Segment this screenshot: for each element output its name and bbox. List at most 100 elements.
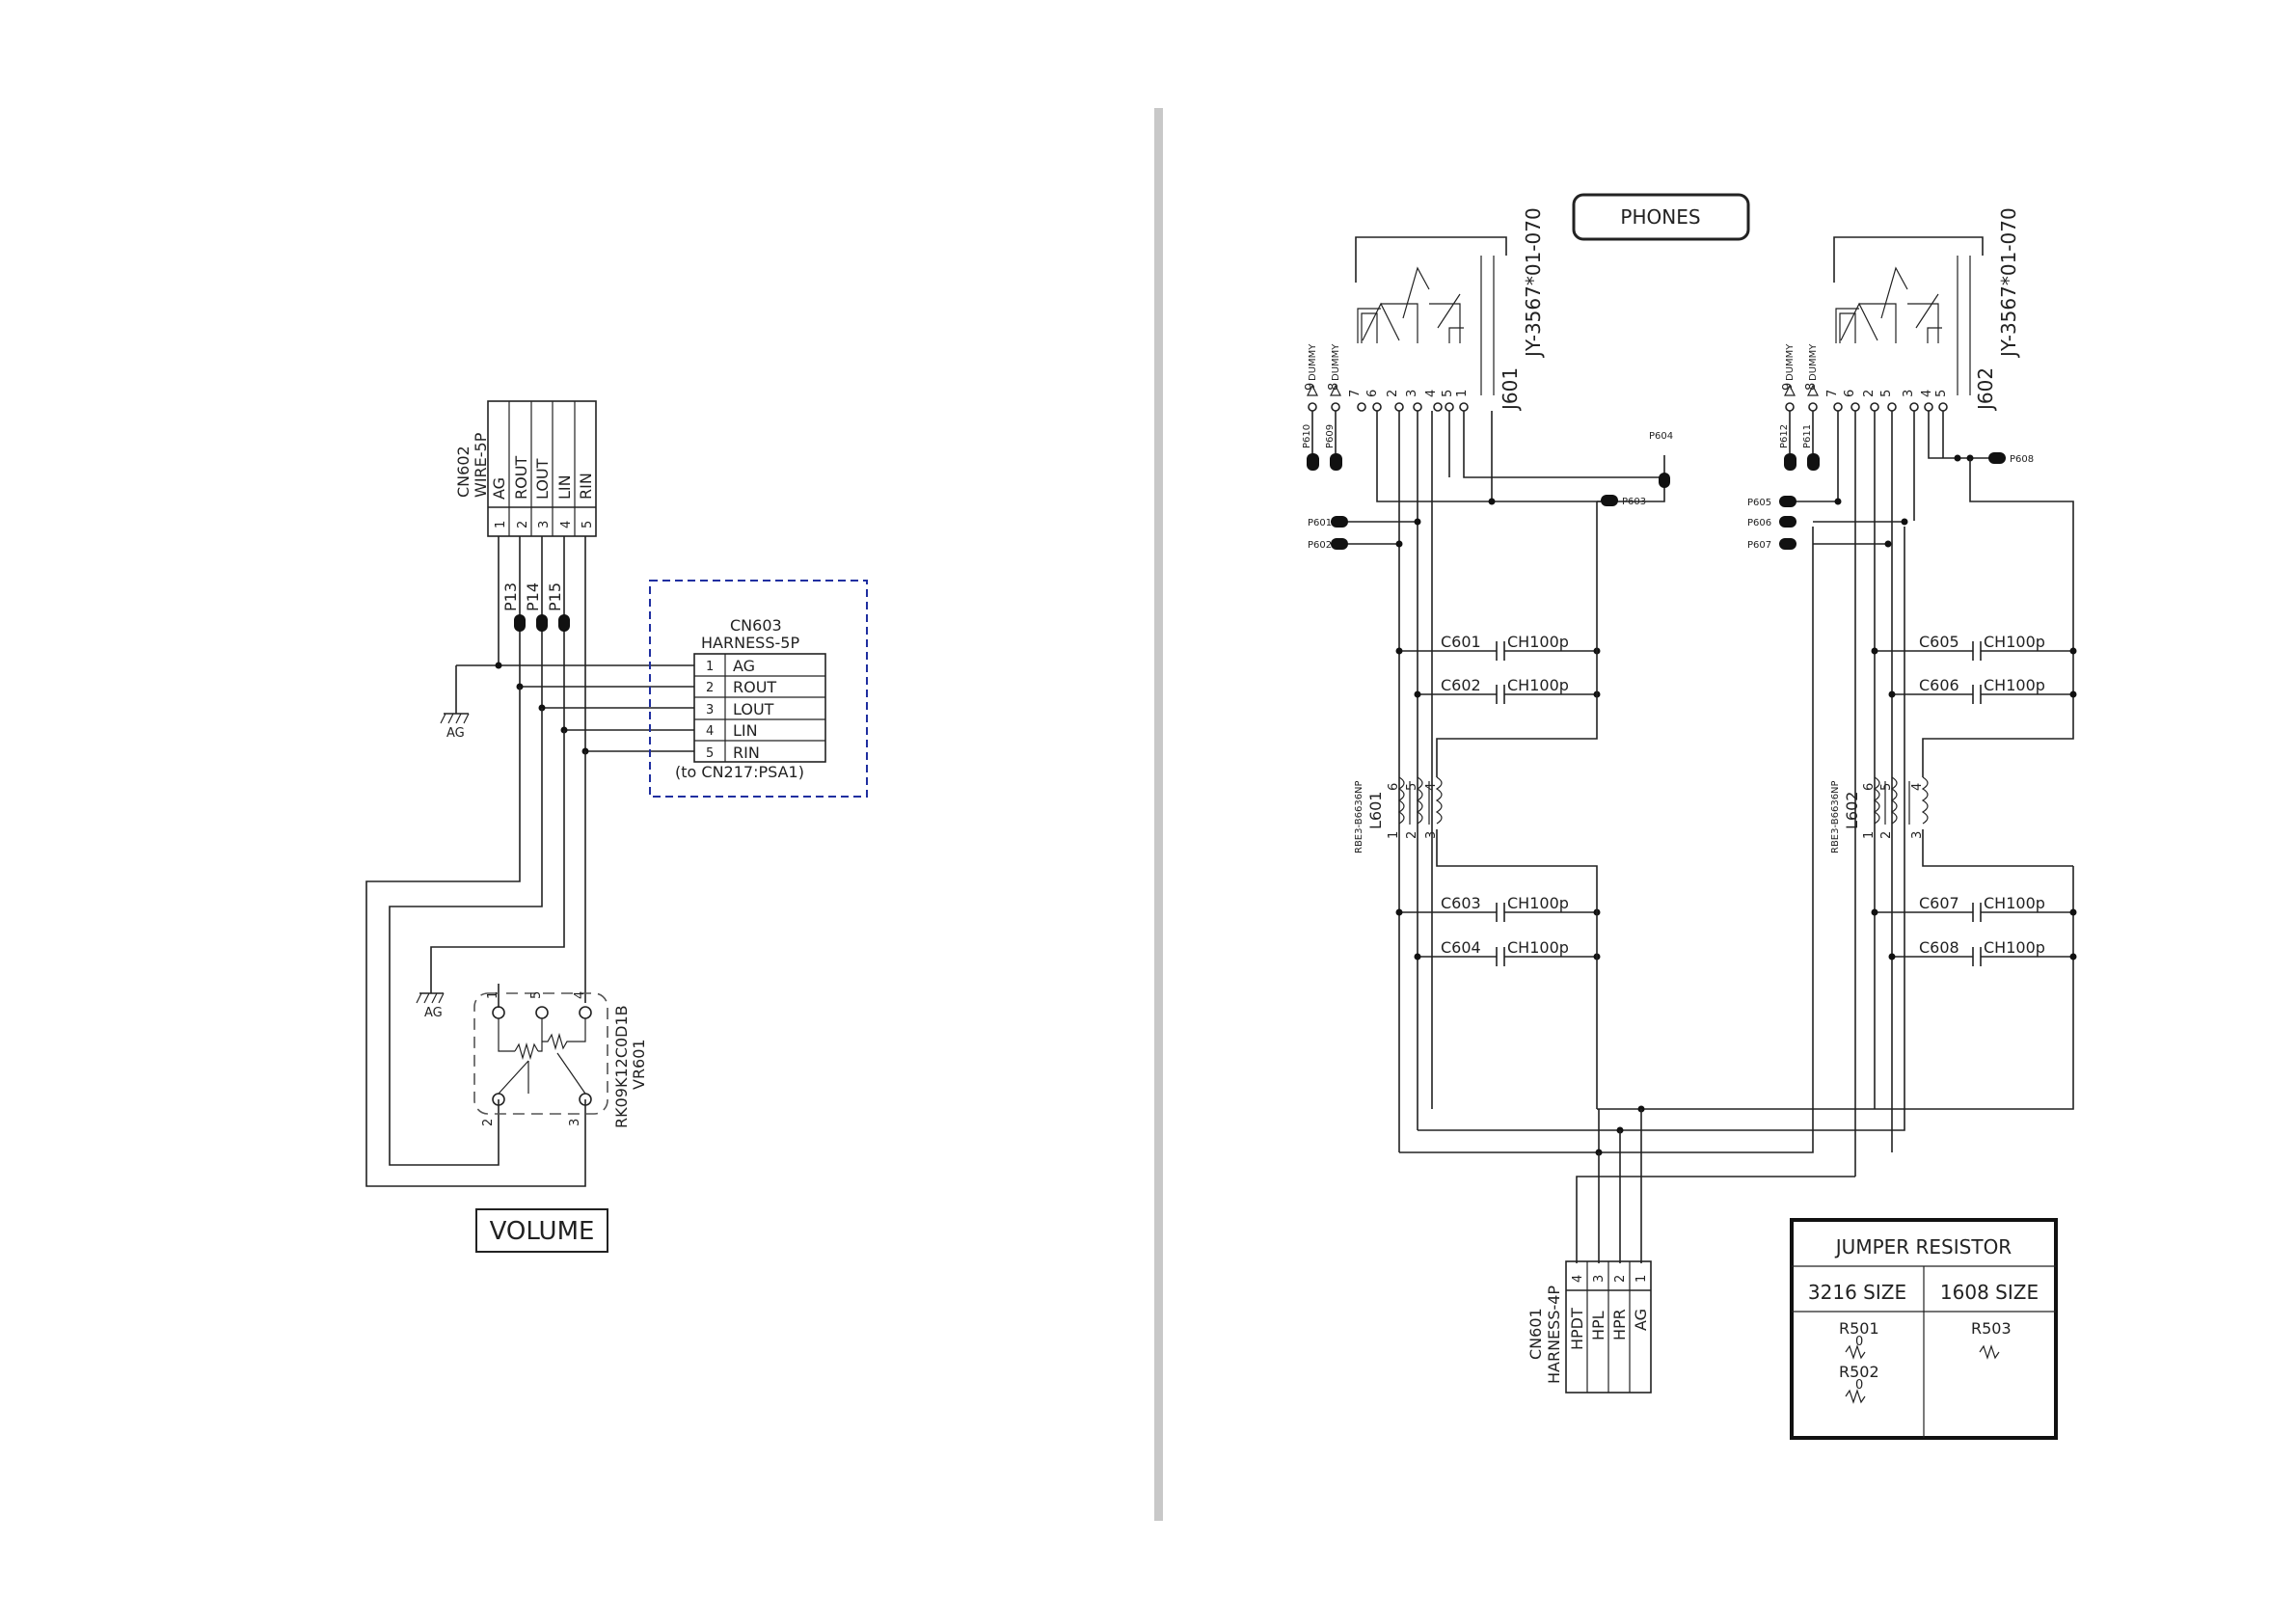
- c605-value: CH100p: [1984, 633, 2045, 651]
- c607-value: CH100p: [1984, 894, 2045, 912]
- svg-text:2: 2: [1862, 390, 1877, 397]
- phones-title-text: PHONES: [1620, 205, 1700, 229]
- svg-text:5: 5: [706, 746, 714, 761]
- svg-text:6: 6: [1843, 390, 1857, 397]
- svg-text:1: 1: [494, 521, 508, 528]
- j601-jack: 9 8 7 6 2 3 4 5 1 J601 JY-3567*01-070 DU…: [1304, 207, 1545, 412]
- jumper-table-title: JUMPER RESISTOR: [1834, 1235, 2012, 1259]
- c606-ref: C606: [1919, 676, 1959, 694]
- svg-text:9: 9: [1304, 383, 1318, 391]
- volume-section: CN602 WIRE-5P AG ROUT LOUT LIN RIN 1 2 3…: [365, 400, 868, 1253]
- c606-value: CH100p: [1984, 676, 2045, 694]
- svg-text:AG: AG: [490, 477, 508, 500]
- svg-text:2: 2: [1613, 1275, 1628, 1283]
- svg-text:DUMMY: DUMMY: [1808, 343, 1819, 381]
- svg-text:5: 5: [1441, 390, 1455, 397]
- svg-text:AG: AG: [446, 726, 465, 741]
- svg-text:2: 2: [1405, 831, 1419, 839]
- cn602-type: WIRE-5P: [472, 432, 490, 498]
- page-divider: [1154, 108, 1163, 1521]
- svg-text:3: 3: [568, 1119, 582, 1126]
- c602-value: CH100p: [1507, 676, 1569, 694]
- svg-text:1: 1: [706, 660, 714, 674]
- svg-text:L602: L602: [1843, 792, 1861, 829]
- svg-text:3: 3: [1902, 390, 1916, 397]
- phones-wiring-right: [1576, 411, 2077, 1249]
- svg-text:ROUT: ROUT: [733, 678, 776, 696]
- cn602-signal-labels: AG ROUT LOUT LIN RIN: [490, 456, 595, 500]
- svg-text:5: 5: [1879, 390, 1894, 397]
- svg-text:1: 1: [1862, 831, 1877, 839]
- svg-text:3: 3: [1424, 831, 1439, 839]
- c604-ref: C604: [1441, 938, 1481, 957]
- j601-pins: 9 8 7 6 2 3 4 5 1: [1304, 383, 1470, 412]
- svg-text:P611: P611: [1802, 424, 1813, 448]
- svg-text:(to CN217:PSA1): (to CN217:PSA1): [675, 763, 804, 781]
- svg-text:JY-3567*01-070: JY-3567*01-070: [1997, 207, 2020, 359]
- svg-text:ROUT: ROUT: [512, 456, 530, 500]
- svg-text:4: 4: [1910, 783, 1925, 791]
- svg-text:5: 5: [1879, 783, 1894, 791]
- svg-text:4: 4: [706, 724, 714, 739]
- svg-text:9: 9: [1781, 383, 1796, 391]
- c603-value: CH100p: [1507, 894, 1569, 912]
- volume-title: VOLUME: [475, 1208, 608, 1253]
- svg-text:0: 0: [1855, 1335, 1863, 1349]
- svg-text:P607: P607: [1747, 540, 1771, 551]
- svg-text:RBE3-B6636NP: RBE3-B6636NP: [1830, 780, 1841, 853]
- svg-text:3: 3: [537, 521, 552, 528]
- svg-text:P612: P612: [1779, 424, 1790, 448]
- svg-text:7: 7: [1825, 390, 1840, 397]
- svg-text:VR601: VR601: [630, 1039, 648, 1090]
- svg-text:LOUT: LOUT: [733, 700, 774, 718]
- svg-text:3: 3: [1910, 831, 1925, 839]
- svg-text:2: 2: [481, 1119, 496, 1126]
- capacitors: C601 CH100p C602 CH100p C603 CH100p C604…: [1441, 633, 2045, 966]
- svg-text:P605: P605: [1747, 498, 1771, 508]
- volume-title-text: VOLUME: [490, 1217, 595, 1246]
- svg-text:AG: AG: [1632, 1309, 1650, 1331]
- svg-text:6: 6: [1862, 783, 1877, 791]
- c603-ref: C603: [1441, 894, 1481, 912]
- svg-text:RIN: RIN: [577, 473, 595, 500]
- svg-text:HPL: HPL: [1589, 1311, 1607, 1340]
- cn603-connector: CN603 HARNESS-5P 1 2 3 4 5 AG ROUT LOUT …: [675, 616, 826, 781]
- svg-text:HARNESS-5P: HARNESS-5P: [701, 634, 799, 652]
- svg-text:HPDT: HPDT: [1568, 1308, 1586, 1350]
- svg-text:P606: P606: [1747, 518, 1771, 528]
- svg-text:8: 8: [1804, 383, 1819, 391]
- svg-text:4: 4: [1920, 390, 1934, 397]
- vr601-wires: [365, 687, 586, 1187]
- svg-text:P604: P604: [1649, 431, 1673, 442]
- svg-text:P601: P601: [1308, 518, 1332, 528]
- svg-text:1: 1: [1387, 831, 1401, 839]
- svg-text:3: 3: [1592, 1275, 1607, 1283]
- cn602-pin-numbers: 1 2 3 4 5: [494, 521, 595, 528]
- svg-text:CN601: CN601: [1526, 1308, 1545, 1360]
- jumper-col2-header: 1608 SIZE: [1940, 1281, 2039, 1304]
- svg-text:P609: P609: [1325, 424, 1336, 448]
- svg-text:P14: P14: [524, 582, 542, 611]
- cn602-ref: CN602: [454, 446, 473, 498]
- svg-text:J601: J601: [1499, 367, 1522, 412]
- svg-text:2: 2: [1879, 831, 1894, 839]
- c601-ref: C601: [1441, 633, 1481, 651]
- cn602-connector: CN602 WIRE-5P AG ROUT LOUT LIN RIN 1 2 3…: [454, 400, 597, 537]
- phones-section: PHONES 9 8 7 6 2 3 4 5 1: [1302, 193, 2077, 1440]
- cn603-board-outline: [649, 580, 868, 798]
- svg-text:LOUT: LOUT: [533, 458, 552, 500]
- c608-value: CH100p: [1984, 938, 2045, 957]
- svg-text:LIN: LIN: [555, 474, 574, 500]
- l601-inductor: 1 2 3 4 5 6 L601 RBE3-B6636NP: [1354, 776, 1443, 853]
- test-pads-phones: P610 P609 P604 P603 P601 P602 P612 P611 …: [1302, 424, 2034, 551]
- svg-text:JY-3567*01-070: JY-3567*01-070: [1522, 207, 1545, 359]
- svg-text:4: 4: [573, 991, 587, 999]
- c601-value: CH100p: [1507, 633, 1569, 651]
- phones-title: PHONES: [1572, 193, 1750, 241]
- svg-text:1: 1: [1455, 390, 1470, 397]
- svg-text:DUMMY: DUMMY: [1331, 343, 1341, 381]
- vr601-potentiometer: 1 5 4 2 3 RK09K12C0D1B VR601: [473, 991, 648, 1128]
- svg-text:1: 1: [1634, 1275, 1649, 1283]
- cn601-wires: [1576, 1105, 1645, 1263]
